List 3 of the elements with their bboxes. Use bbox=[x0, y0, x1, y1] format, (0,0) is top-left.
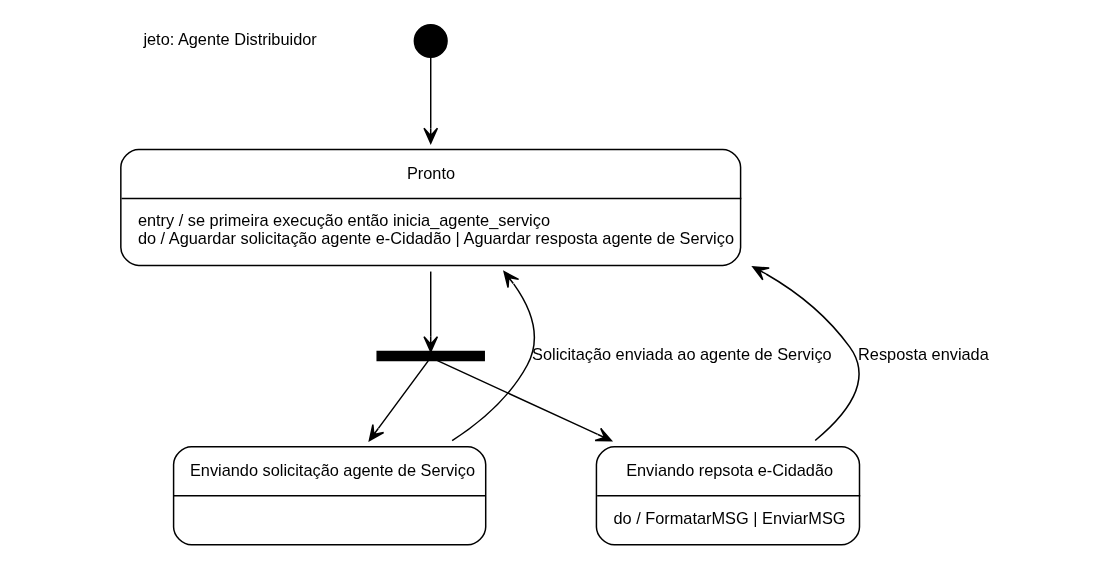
edge-label: Solicitação enviada ao agente de Serviço bbox=[531, 345, 832, 364]
edge-label: Resposta enviada bbox=[857, 345, 989, 364]
label: jeto: Agente Distribuidor bbox=[142, 30, 317, 49]
